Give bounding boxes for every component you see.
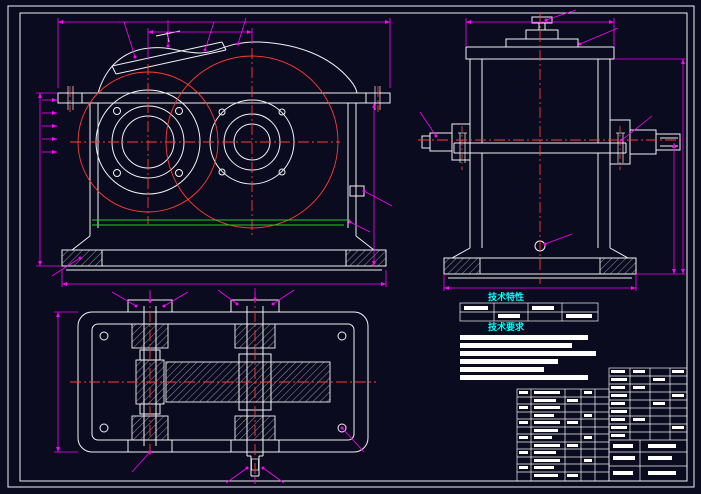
side-centerlines: [418, 12, 684, 284]
drawing-frame: [7, 5, 695, 488]
side-dimensions: [419, 9, 685, 291]
side-view: [418, 9, 685, 291]
side-shafts: [421, 119, 681, 165]
flange-bolts: [67, 86, 381, 110]
inspection-cover: [111, 30, 227, 75]
tech-requirements-label: 技术要求: [488, 321, 525, 333]
title-block: [608, 367, 688, 482]
front-dimensions: [36, 17, 393, 287]
parts-list-cell-text: [519, 391, 592, 477]
front-view: [36, 17, 393, 287]
plan-dimensions: [54, 288, 365, 484]
housing-outline: [57, 41, 391, 271]
output-shaft-assembly: [165, 299, 331, 477]
plan-centerlines: [70, 292, 376, 484]
tech-properties-block: 技术特性: [459, 291, 599, 322]
side-bolt-centerlines: [461, 126, 621, 170]
foot-hatch-right: [345, 249, 387, 267]
title-block-cell-text: [611, 370, 684, 475]
tech-requirements-block: 技术要求: [460, 321, 596, 380]
tech-properties-table: [459, 302, 599, 322]
oil-level-line: [92, 219, 350, 226]
side-flange-bolts: [458, 132, 625, 163]
parts-list-table: [516, 388, 610, 482]
side-foot-hatch-left: [443, 257, 481, 275]
plan-view: [54, 288, 376, 484]
drain-plug: [349, 185, 365, 197]
foot-hatch-left: [61, 249, 103, 267]
front-centerlines: [69, 48, 379, 238]
tech-requirements-text-lines: [460, 335, 596, 380]
tech-properties-label: 技术特性: [488, 291, 524, 303]
side-foot-hatch-right: [599, 257, 637, 275]
